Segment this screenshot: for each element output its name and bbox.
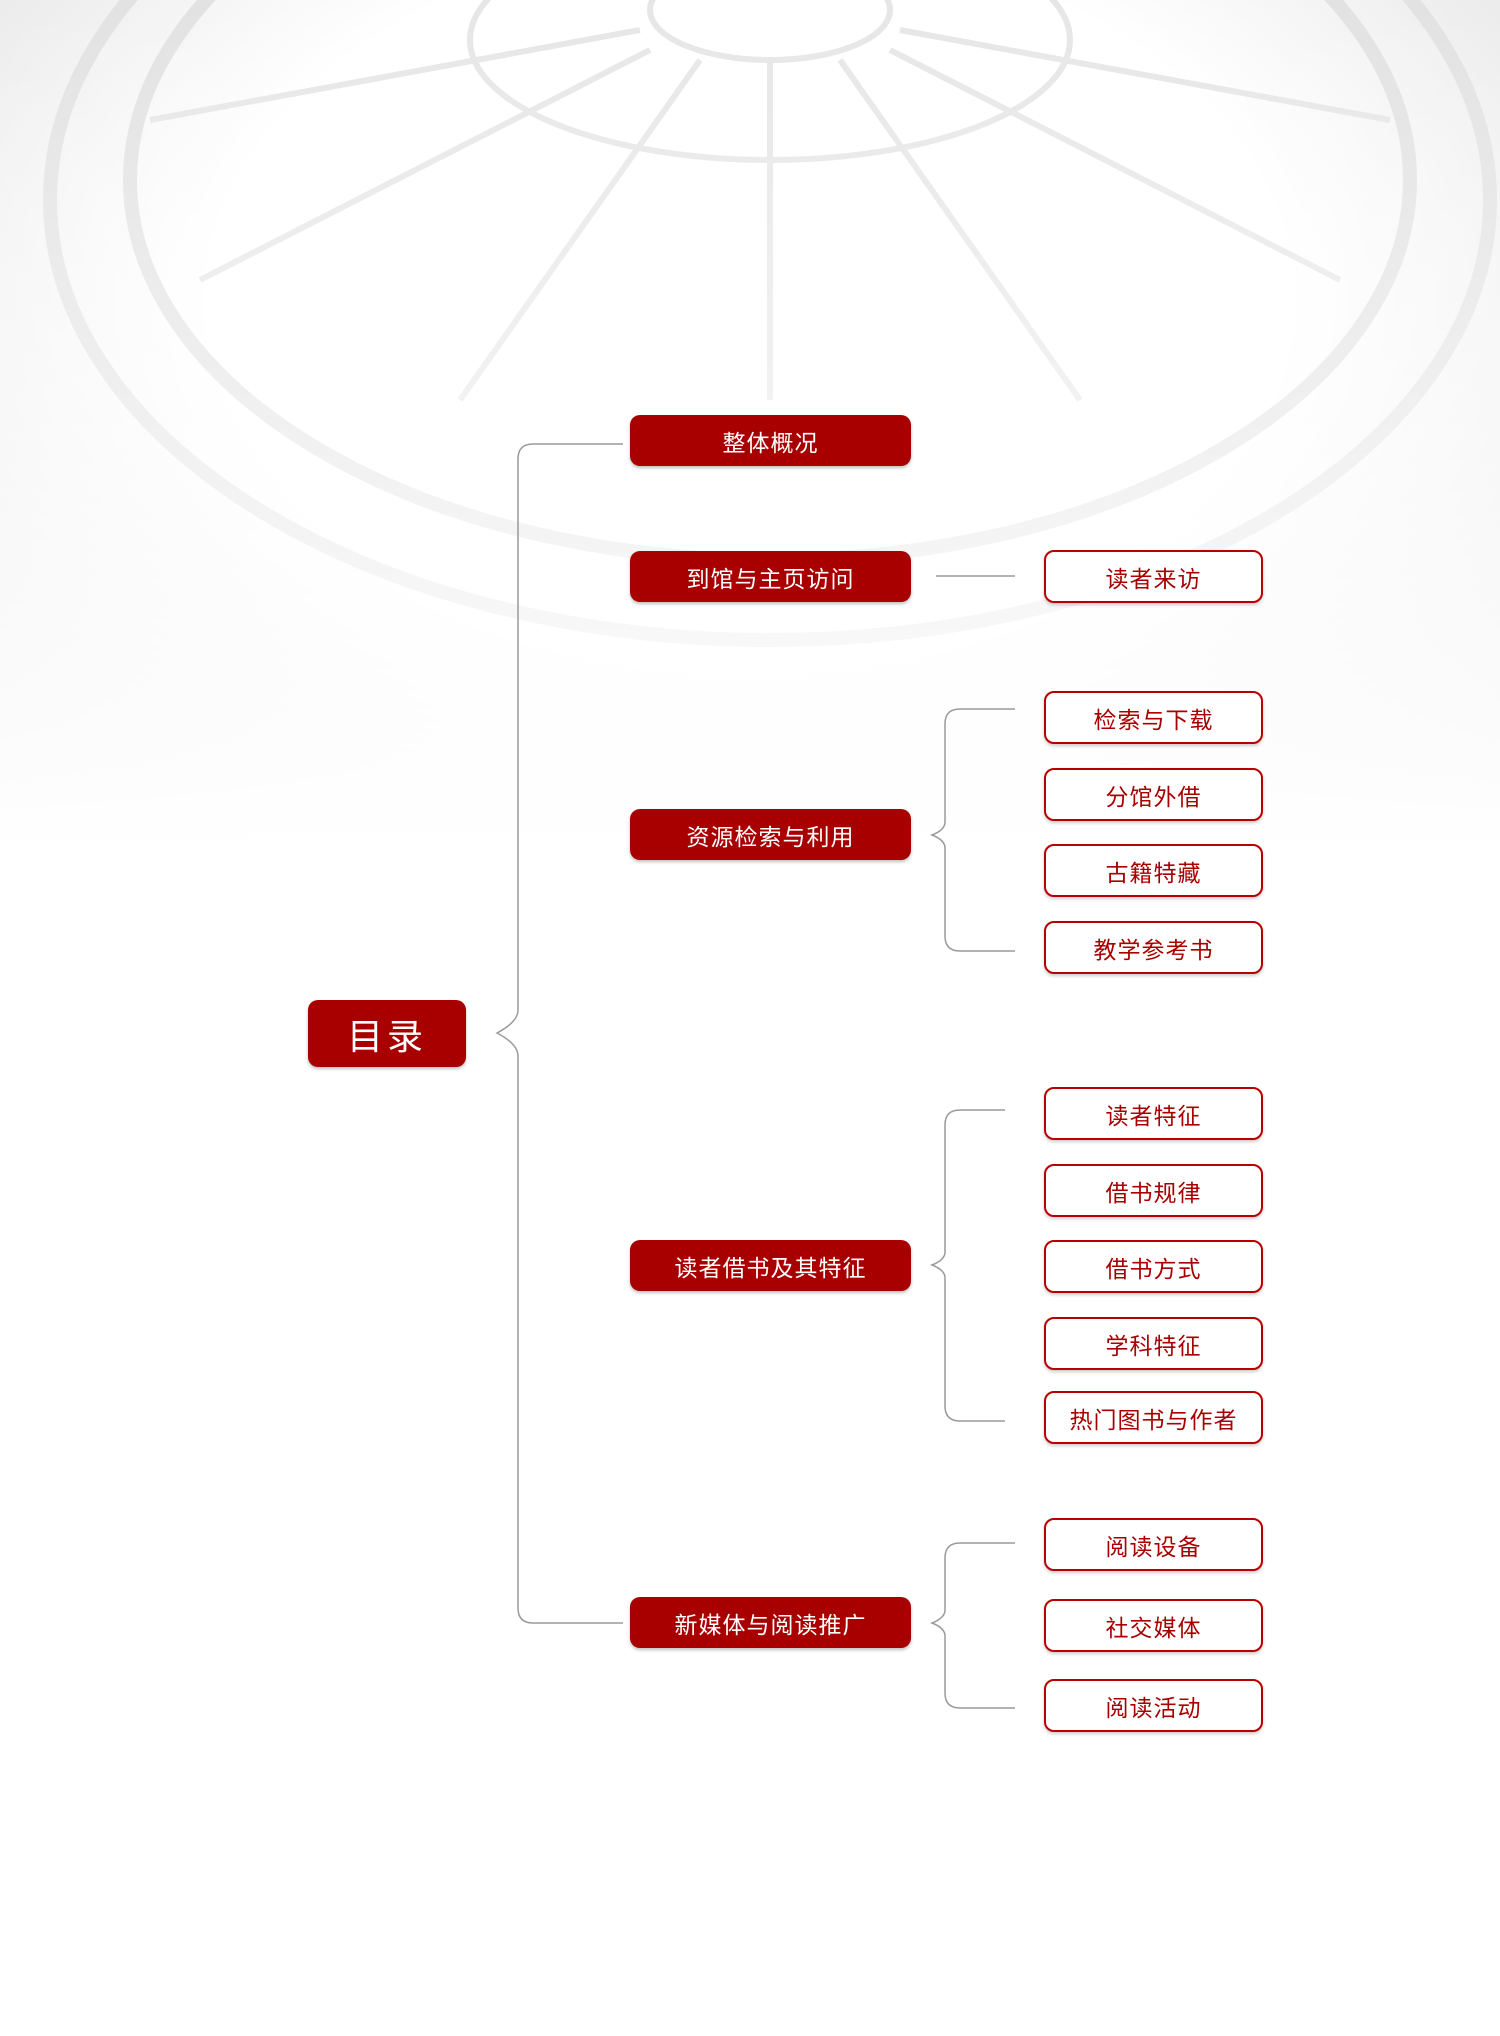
item-social-media[interactable]: 社交媒体	[1044, 1599, 1263, 1652]
bracket-resources	[929, 708, 1015, 952]
item-reading-devices[interactable]: 阅读设备	[1044, 1518, 1263, 1571]
toc-root-title: 目录	[308, 1000, 466, 1067]
dome-background-image	[0, 0, 1500, 1000]
section-new-media[interactable]: 新媒体与阅读推广	[630, 1597, 911, 1648]
item-reader-visits[interactable]: 读者来访	[1044, 550, 1263, 603]
item-reading-activities[interactable]: 阅读活动	[1044, 1679, 1263, 1732]
main-bracket	[495, 443, 623, 1624]
item-subject-traits[interactable]: 学科特征	[1044, 1317, 1263, 1370]
section-resources[interactable]: 资源检索与利用	[630, 809, 911, 860]
bracket-newmedia	[929, 1542, 1015, 1709]
item-ancient-books[interactable]: 古籍特藏	[1044, 844, 1263, 897]
section-visits[interactable]: 到馆与主页访问	[630, 551, 911, 602]
section-borrowing[interactable]: 读者借书及其特征	[630, 1240, 911, 1291]
bracket-borrowing	[929, 1109, 1005, 1422]
item-branch-lending[interactable]: 分馆外借	[1044, 768, 1263, 821]
item-search-download[interactable]: 检索与下载	[1044, 691, 1263, 744]
item-popular-books-authors[interactable]: 热门图书与作者	[1044, 1391, 1263, 1444]
item-borrowing-methods[interactable]: 借书方式	[1044, 1240, 1263, 1293]
item-reference-books[interactable]: 教学参考书	[1044, 921, 1263, 974]
item-reader-traits[interactable]: 读者特征	[1044, 1087, 1263, 1140]
item-borrowing-patterns[interactable]: 借书规律	[1044, 1164, 1263, 1217]
section-overview[interactable]: 整体概况	[630, 415, 911, 466]
